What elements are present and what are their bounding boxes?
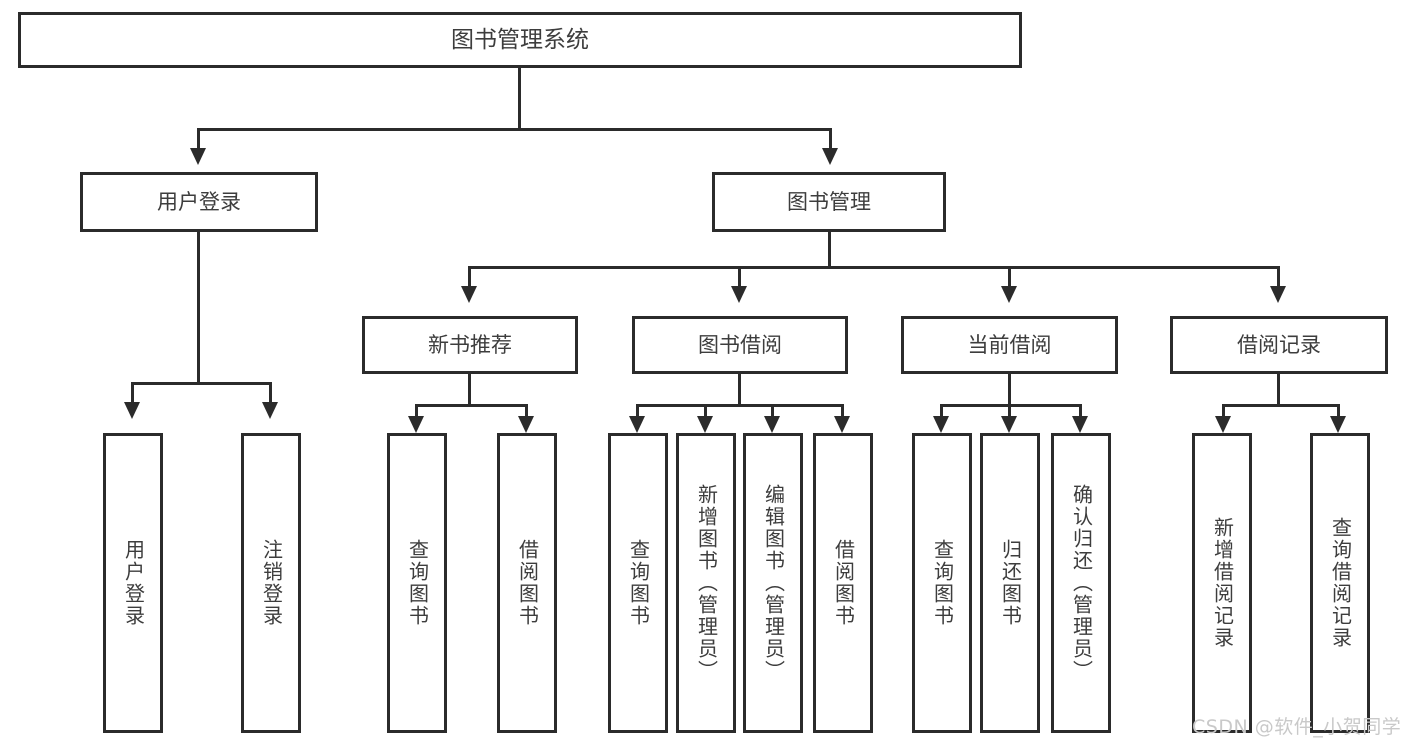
arrow-root-to-book-manage	[822, 148, 838, 165]
leaf-label: 新增图书（管理员）	[694, 484, 719, 682]
edge-user-login-drop-1	[131, 382, 134, 404]
edge-root-to-user-login	[197, 128, 200, 150]
leaf-label: 确认归还（管理员）	[1069, 484, 1094, 682]
leaf-current-borrow-confirm-return[interactable]: 确认归还（管理员）	[1051, 433, 1111, 733]
edge-to-new-book	[468, 266, 471, 288]
arrow-current-borrow-to-leaf-1	[933, 416, 949, 433]
node-book-management[interactable]: 图书管理	[712, 172, 946, 232]
arrow-to-new-book-recommend	[461, 286, 477, 303]
edge-book-borrow-drop-1	[636, 404, 639, 422]
leaf-label: 查询图书	[930, 539, 955, 627]
node-book-borrow[interactable]: 图书借阅	[632, 316, 848, 374]
arrow-book-borrow-to-leaf-3	[764, 416, 780, 433]
edge-user-login-drop-2	[269, 382, 272, 404]
edge-current-borrow-stem	[1008, 374, 1011, 406]
leaf-label: 编辑图书（管理员）	[761, 484, 786, 682]
arrow-current-borrow-to-leaf-3	[1072, 416, 1088, 433]
edge-to-borrow-record	[1277, 266, 1280, 288]
arrow-to-borrow-record	[1270, 286, 1286, 303]
node-label: 图书借阅	[698, 332, 782, 357]
arrow-book-borrow-to-leaf-4	[834, 416, 850, 433]
leaf-label: 用户登录	[121, 539, 146, 627]
edge-book-borrow-bus	[636, 404, 844, 407]
node-label: 用户登录	[157, 189, 241, 214]
edge-user-login-stem	[197, 232, 200, 384]
node-label: 新书推荐	[428, 332, 512, 357]
leaf-user-login-logout[interactable]: 注销登录	[241, 433, 301, 733]
edge-to-book-borrow	[738, 266, 741, 288]
edge-new-book-drop-2	[525, 404, 528, 422]
arrow-user-login-to-leaf-2	[262, 402, 278, 419]
arrow-current-borrow-to-leaf-2	[1001, 416, 1017, 433]
edge-root-bus	[197, 128, 832, 131]
leaf-new-book-query[interactable]: 查询图书	[387, 433, 447, 733]
leaf-label: 借阅图书	[831, 539, 856, 627]
leaf-book-borrow-query[interactable]: 查询图书	[608, 433, 668, 733]
node-label: 借阅记录	[1237, 332, 1321, 357]
edge-book-borrow-stem	[738, 374, 741, 406]
edge-current-borrow-bus	[940, 404, 1082, 407]
edge-current-borrow-drop-3	[1079, 404, 1082, 422]
node-root-system[interactable]: 图书管理系统	[18, 12, 1022, 68]
edge-new-book-stem	[468, 374, 471, 406]
leaf-borrow-record-add[interactable]: 新增借阅记录	[1192, 433, 1252, 733]
leaf-label: 归还图书	[998, 539, 1023, 627]
edge-new-book-drop-1	[415, 404, 418, 422]
edge-book-manage-stem	[828, 232, 831, 268]
node-label: 图书管理系统	[451, 26, 589, 53]
leaf-label: 查询图书	[626, 539, 651, 627]
leaf-label: 借阅图书	[515, 539, 540, 627]
leaf-label: 新增借阅记录	[1210, 517, 1235, 649]
arrow-root-to-user-login	[190, 148, 206, 165]
arrow-borrow-record-to-leaf-2	[1330, 416, 1346, 433]
edge-root-to-book-manage	[829, 128, 832, 150]
leaf-book-borrow-edit[interactable]: 编辑图书（管理员）	[743, 433, 803, 733]
node-user-login[interactable]: 用户登录	[80, 172, 318, 232]
leaf-book-borrow-add[interactable]: 新增图书（管理员）	[676, 433, 736, 733]
arrow-to-book-borrow	[731, 286, 747, 303]
leaf-new-book-borrow[interactable]: 借阅图书	[497, 433, 557, 733]
edge-borrow-record-bus	[1222, 404, 1340, 407]
arrow-to-current-borrow	[1001, 286, 1017, 303]
edge-level2-bus	[468, 266, 1280, 269]
edge-borrow-record-drop-2	[1337, 404, 1340, 422]
node-label: 当前借阅	[967, 332, 1052, 357]
arrow-borrow-record-to-leaf-1	[1215, 416, 1231, 433]
node-current-borrow[interactable]: 当前借阅	[901, 316, 1118, 374]
leaf-label: 查询借阅记录	[1328, 517, 1353, 649]
leaf-book-borrow-borrow[interactable]: 借阅图书	[813, 433, 873, 733]
edge-book-borrow-drop-3	[771, 404, 774, 422]
edge-borrow-record-drop-1	[1222, 404, 1225, 422]
leaf-label: 注销登录	[259, 539, 284, 627]
node-borrow-record[interactable]: 借阅记录	[1170, 316, 1388, 374]
leaf-borrow-record-query[interactable]: 查询借阅记录	[1310, 433, 1370, 733]
edge-new-book-bus	[415, 404, 528, 407]
leaf-user-login-login[interactable]: 用户登录	[103, 433, 163, 733]
node-new-book-recommend[interactable]: 新书推荐	[362, 316, 578, 374]
leaf-label: 查询图书	[405, 539, 430, 627]
arrow-user-login-to-leaf-1	[124, 402, 140, 419]
arrow-new-book-to-leaf-2	[518, 416, 534, 433]
edge-root-stem	[518, 68, 521, 130]
leaf-current-borrow-query[interactable]: 查询图书	[912, 433, 972, 733]
edge-user-login-bus	[131, 382, 272, 385]
edge-book-borrow-drop-2	[704, 404, 707, 422]
leaf-current-borrow-return[interactable]: 归还图书	[980, 433, 1040, 733]
edge-current-borrow-drop-1	[940, 404, 943, 422]
arrow-new-book-to-leaf-1	[408, 416, 424, 433]
node-label: 图书管理	[787, 189, 871, 214]
edge-borrow-record-stem	[1277, 374, 1280, 406]
arrow-book-borrow-to-leaf-1	[629, 416, 645, 433]
edge-to-current-borrow	[1008, 266, 1011, 288]
edge-book-borrow-drop-4	[841, 404, 844, 422]
edge-current-borrow-drop-2	[1008, 404, 1011, 422]
arrow-book-borrow-to-leaf-2	[697, 416, 713, 433]
